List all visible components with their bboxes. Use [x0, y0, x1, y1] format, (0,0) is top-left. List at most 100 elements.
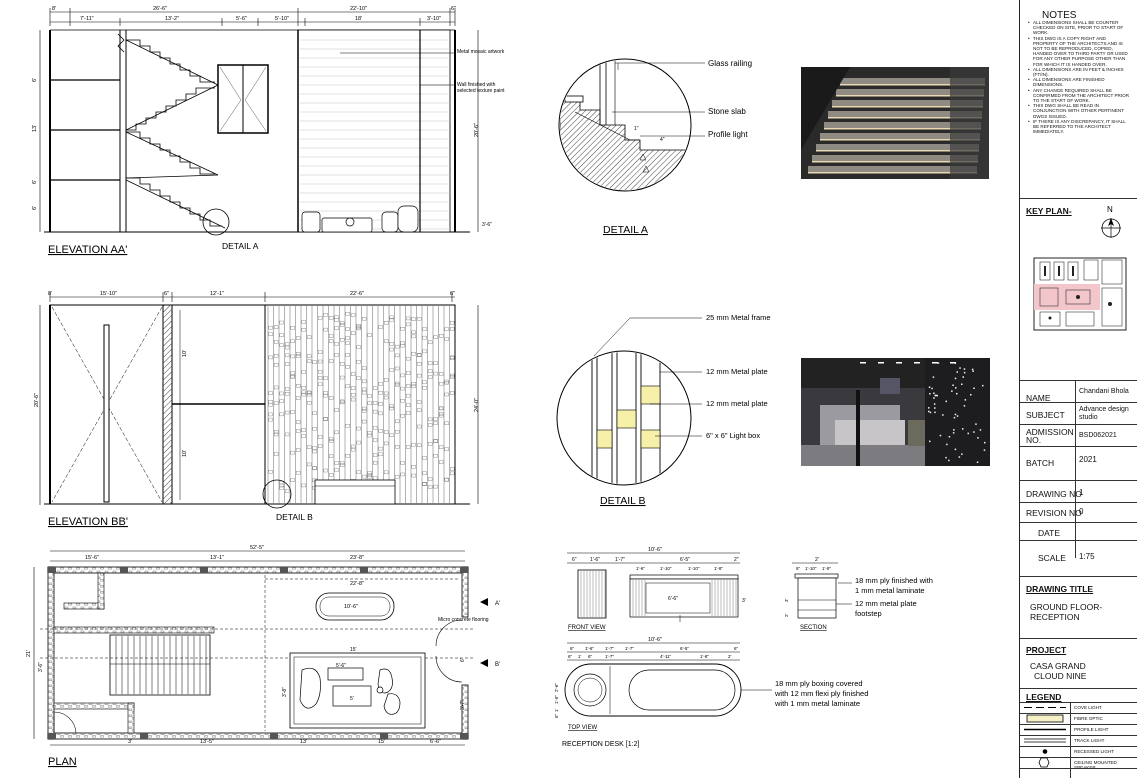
front-view-label: FRONT VIEW: [568, 625, 606, 631]
legend-row: Cove light: [1020, 702, 1137, 713]
elev-aa-dim-left-2: 6': [32, 180, 38, 184]
front-inner-dim-3: 1'-8": [714, 566, 723, 571]
north-arrow-icon: N: [1096, 204, 1126, 240]
note-item: This dwg is a copy right and property of…: [1028, 36, 1132, 67]
front-dim-2: 1'-7": [615, 557, 625, 563]
elev-aa-annotation-2: selected texture paint: [457, 88, 505, 94]
key-plan-title: KEY PLAN-: [1026, 206, 1072, 216]
section-note-1: 1 mm metal laminate: [855, 586, 925, 595]
section-note-2: 12 mm metal plate: [855, 599, 917, 608]
front-inner-dim-1: 1'-10": [660, 566, 672, 571]
elev-bb-dim-2: 6": [164, 291, 169, 297]
project-name-2: CLOUD NINE: [1034, 671, 1087, 681]
elev-bb-dim-1: 15'-10": [100, 291, 117, 297]
top-note-2: with 1 mm metal laminate: [774, 699, 860, 708]
top-dim-side-0: 2'-6": [554, 683, 559, 692]
elev-aa-detail-callout: DETAIL A: [222, 241, 259, 251]
elev-bb-dim-right: 24'-0": [474, 398, 480, 412]
top-dim2-0: 6": [568, 654, 573, 659]
elev-aa-dim-right-1: 3'-6": [482, 222, 492, 228]
elev-aa-dim2-0: 7'-11": [80, 16, 94, 22]
elev-aa-dim2-3: 5'-10": [275, 16, 289, 22]
legend-row: Track light: [1020, 735, 1137, 746]
top-note-0: 18 mm ply boxing covered: [775, 679, 863, 688]
drawing-title-1: GROUND FLOOR-: [1030, 602, 1103, 612]
elev-aa-dim2-2: 5'-6": [236, 16, 247, 22]
top-dim-5: 6": [734, 646, 739, 651]
detail-a-label-1: Stone slab: [708, 107, 746, 116]
admission-label-1: ADMISSION: [1026, 427, 1074, 437]
detail-a-label-0: Glass railing: [708, 59, 752, 68]
section-dim-side-0: 3': [784, 598, 789, 602]
top-dim-side-3: 6": [554, 713, 559, 718]
reception-photo: [801, 358, 990, 466]
top-dim2-5: 1'-8": [700, 654, 709, 659]
elev-aa-dim-top-0: 8': [52, 6, 56, 12]
elev-aa-annotation-1: Wall finished with: [457, 82, 496, 88]
admission-label-2: NO.: [1026, 435, 1042, 445]
detail-b-label-2: 12 mm metal plate: [706, 399, 768, 408]
plan-dim-top-5: 10'-6": [344, 604, 358, 610]
elev-bb-title: ELEVATION BB': [48, 516, 128, 528]
drawing-title-2: RECEPTION: [1030, 612, 1080, 622]
note-item: Any change required shall be confirmed f…: [1028, 88, 1132, 104]
legend-item-label: Ceiling mounted speaker: [1074, 760, 1117, 770]
legend-row: Profile light: [1020, 724, 1137, 735]
section-dim-1: 6": [796, 566, 801, 571]
elev-bb-dim-4: 22'-6": [350, 291, 364, 297]
front-inner-dim-0: 1'-6": [636, 566, 645, 571]
detail-a-dim-1: 4": [660, 137, 665, 143]
recessed-light-icon: [1042, 749, 1048, 754]
front-dim-side-1: 3': [742, 598, 746, 604]
top-dim-side-2: 1': [554, 708, 559, 712]
batch-label: BATCH: [1026, 458, 1055, 468]
plan-dim-top-0: 52'-5": [250, 545, 264, 551]
notes-title: NOTES: [1042, 10, 1077, 21]
plan-dim-top-4: 22'-8": [350, 581, 364, 587]
elev-aa-dim2-4: 18': [355, 16, 362, 22]
plan-title: PLAN: [48, 756, 77, 768]
title-block: NOTES All dimensions shall be counter ch…: [1019, 0, 1137, 778]
detail-a: Glass railing Stone slab Profile light 1…: [558, 58, 752, 236]
revision-label: REVISION NO: [1026, 508, 1082, 518]
elev-aa-dim2-5: 3'-10": [427, 16, 441, 22]
front-dim-3: 6'-5": [680, 557, 690, 563]
note-item: All dimensions shall be counter checked …: [1028, 20, 1132, 36]
top-dim-1: 1'-6": [585, 646, 594, 651]
note-item: All dimensions are in feet & inches (ft/…: [1028, 67, 1132, 77]
detail-a-label-2: Profile light: [708, 130, 748, 139]
plan-dim-right-0: 6': [460, 658, 466, 662]
drawing-no-value: 1: [1079, 488, 1084, 497]
project-label: PROJECT: [1026, 645, 1067, 655]
plan-dim-left-1: 3'-6": [38, 662, 44, 672]
architectural-drawing: 8' 26'-6" 22'-10" 6" 7'-11" 13'-2" 5'-6"…: [26, 6, 990, 768]
legend-item-label: Cove light: [1074, 705, 1102, 710]
plan-dim-bottom-3: 15': [378, 739, 385, 745]
elev-aa-title: ELEVATION AA': [48, 244, 127, 256]
note-item: All dimensions are finished dimensions.: [1028, 77, 1132, 87]
top-dim-side-1: 1'-6": [554, 695, 559, 704]
plan-dim-right-1: 3'-7": [460, 700, 466, 710]
section-note-3: footstep: [855, 609, 882, 618]
elev-bb-dim-left: 20'-6": [34, 393, 40, 407]
name-label: NAME: [1026, 393, 1051, 403]
legend-label: LEGEND: [1026, 692, 1062, 702]
detail-a-dim-0: 1": [634, 126, 639, 132]
note-item: If there is any discrepancy, it shall be…: [1028, 119, 1132, 135]
section-dim-side-1: 2': [784, 613, 789, 617]
scale-label: SCALE: [1038, 553, 1066, 563]
batch-value: 2021: [1079, 455, 1097, 464]
name-value: Chandani Bhola: [1079, 388, 1129, 395]
elevation-aa: 8' 26'-6" 22'-10" 6" 7'-11" 13'-2" 5'-6"…: [32, 6, 505, 256]
front-dim-side-0: 6'-6": [668, 596, 678, 602]
elev-bb-dim-inner-1: 10': [182, 450, 188, 457]
legend-row: Fibre optic: [1020, 713, 1137, 724]
section-label: SECTION: [800, 625, 827, 631]
detail-b-label-0: 25 mm Metal frame: [706, 313, 771, 322]
legend-item-label: Recessed light: [1074, 749, 1115, 754]
drawing-no-label: DRAWING NO: [1026, 489, 1082, 499]
detail-b: 25 mm Metal frame 12 mm Metal plate 12 m…: [556, 313, 771, 507]
reception-desk: 10'-6" 6" 1'-6" 1'-7" 6'-5" 2" 1'-6" 1'-…: [554, 547, 933, 748]
elev-aa-dim-left-3: 6': [32, 206, 38, 210]
